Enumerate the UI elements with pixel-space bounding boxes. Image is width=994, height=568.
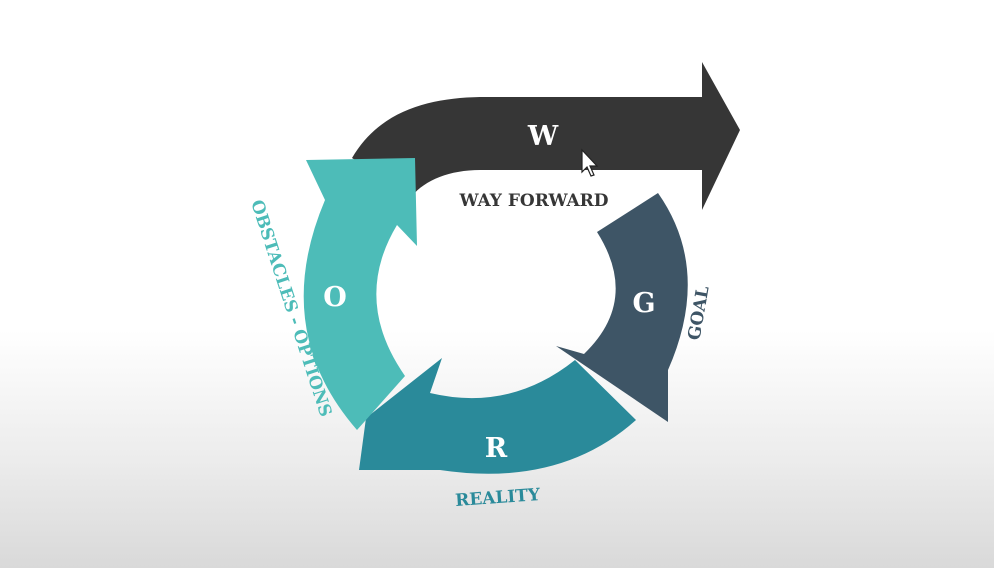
goal-letter: G <box>632 288 655 319</box>
reality-label: REALITY <box>455 485 542 511</box>
options-letter: O <box>323 282 347 313</box>
mouse-cursor-icon <box>581 148 599 177</box>
goal-label: GOAL <box>684 285 713 342</box>
reality-letter: R <box>485 433 508 464</box>
way-forward-letter: W <box>527 121 559 152</box>
goal-arrow <box>556 193 688 422</box>
way-forward-label: WAY FORWARD <box>458 191 608 211</box>
way-forward-arrow <box>352 62 740 210</box>
reality-arrow <box>359 358 636 474</box>
options-arrow <box>303 158 417 430</box>
